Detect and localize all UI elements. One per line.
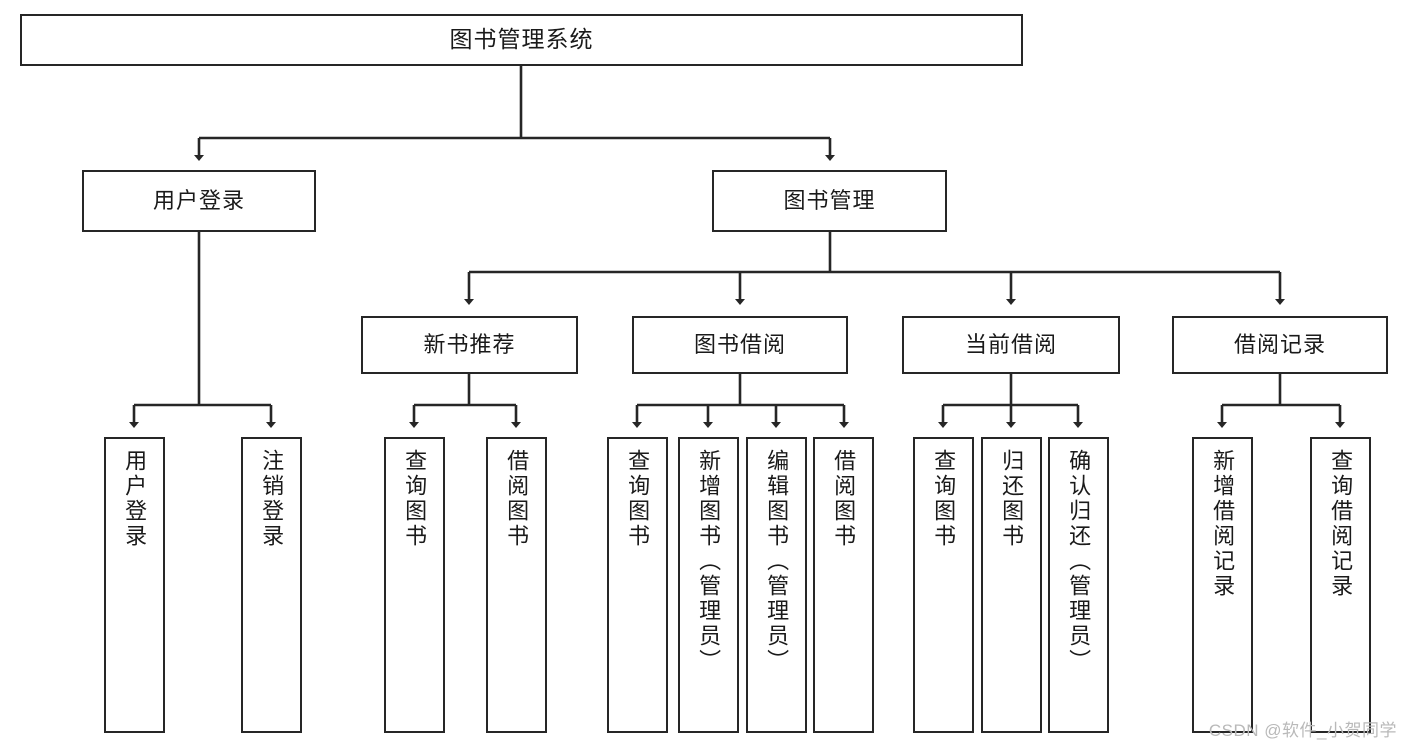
leaf-current-confirm-return-admin[interactable]: 确认归还（管理员） [1048, 437, 1109, 733]
leaf-borrow-borrow-book[interactable]: 借阅图书 [813, 437, 874, 733]
leaf-user-login[interactable]: 用户登录 [104, 437, 165, 733]
node-label: 借阅图书 [831, 449, 857, 549]
node-label: 新增图书（管理员） [696, 449, 722, 674]
node-label: 确认归还（管理员） [1066, 449, 1092, 674]
node-label: 查询图书 [625, 449, 651, 549]
node-book-management[interactable]: 图书管理 [712, 170, 947, 232]
node-root-book-management-system[interactable]: 图书管理系统 [20, 14, 1023, 66]
node-book-borrowing[interactable]: 图书借阅 [632, 316, 848, 374]
node-user-login[interactable]: 用户登录 [82, 170, 316, 232]
node-label: 用户登录 [122, 449, 148, 549]
leaf-record-query-borrow-record[interactable]: 查询借阅记录 [1310, 437, 1371, 733]
leaf-current-return-book[interactable]: 归还图书 [981, 437, 1042, 733]
leaf-borrow-query-book[interactable]: 查询图书 [607, 437, 668, 733]
node-current-borrowing[interactable]: 当前借阅 [902, 316, 1120, 374]
leaf-record-add-borrow-record[interactable]: 新增借阅记录 [1192, 437, 1253, 733]
leaf-new-book-query-book[interactable]: 查询图书 [384, 437, 445, 733]
leaf-borrow-edit-book-admin[interactable]: 编辑图书（管理员） [746, 437, 807, 733]
leaf-new-book-borrow-book[interactable]: 借阅图书 [486, 437, 547, 733]
node-label: 借阅记录 [1233, 332, 1326, 358]
node-label: 新书推荐 [423, 332, 516, 358]
node-borrowing-records[interactable]: 借阅记录 [1172, 316, 1388, 374]
node-new-book-recommendation[interactable]: 新书推荐 [361, 316, 578, 374]
leaf-borrow-add-book-admin[interactable]: 新增图书（管理员） [678, 437, 739, 733]
node-label: 注销登录 [259, 449, 285, 549]
node-label: 图书管理 [783, 188, 876, 214]
node-label: 编辑图书（管理员） [764, 449, 790, 674]
node-label: 用户登录 [152, 188, 245, 214]
node-label: 当前借阅 [964, 332, 1057, 358]
node-label: 新增借阅记录 [1210, 449, 1236, 599]
node-label: 图书管理系统 [449, 26, 594, 53]
leaf-logout[interactable]: 注销登录 [241, 437, 302, 733]
leaf-current-query-book[interactable]: 查询图书 [913, 437, 974, 733]
node-label: 借阅图书 [504, 449, 530, 549]
node-label: 查询图书 [931, 449, 957, 549]
node-label: 归还图书 [999, 449, 1025, 549]
node-label: 图书借阅 [693, 332, 786, 358]
node-label: 查询图书 [402, 449, 428, 549]
node-label: 查询借阅记录 [1328, 449, 1354, 599]
